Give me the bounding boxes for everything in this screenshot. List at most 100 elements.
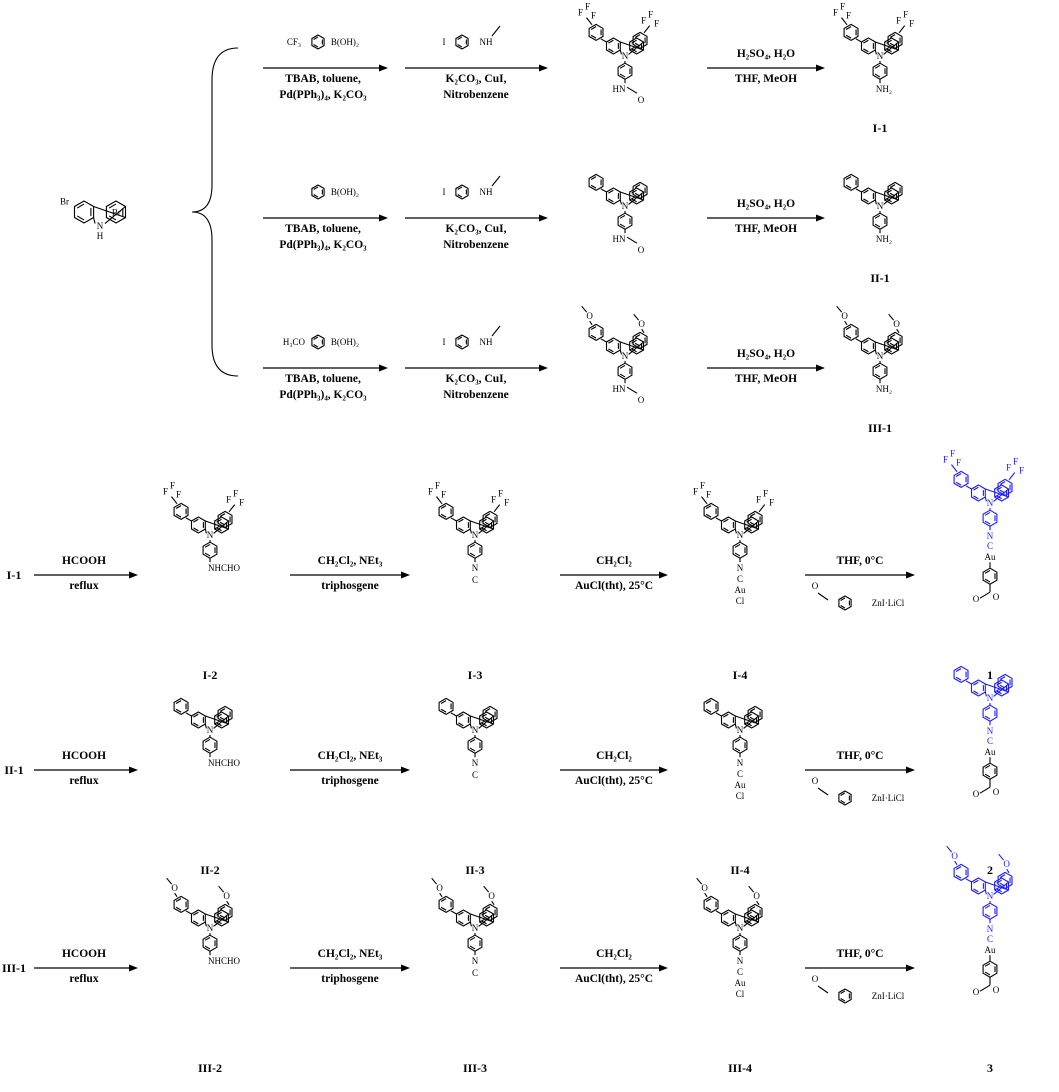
pyrrole-bond xyxy=(204,921,207,927)
ullmann-condition: Nitrobenzene xyxy=(443,89,509,101)
aromatic-double-bond xyxy=(634,192,641,197)
aromatic-double-bond xyxy=(874,64,881,69)
aromatic-double-bond xyxy=(440,708,447,713)
arrow-head xyxy=(539,64,548,72)
fluorine-label: F xyxy=(840,2,845,12)
aromatic-double-bond xyxy=(457,186,463,190)
aromatic-double-bond xyxy=(108,203,117,209)
ether-bond xyxy=(641,328,645,334)
ether-bond xyxy=(704,892,708,898)
arrow-head xyxy=(401,964,410,972)
aromatic-double-bond xyxy=(484,708,491,712)
isocyanide-nitrogen: N xyxy=(987,531,994,541)
aryl-ring-right xyxy=(632,31,648,50)
cf3-bond xyxy=(493,504,501,513)
aromatic-double-bond xyxy=(193,527,199,532)
amine-label: NH₂ xyxy=(876,234,892,244)
pyrrole-bond xyxy=(984,496,987,502)
pyrrole-bond xyxy=(619,349,622,355)
isocyanide-carbon: C xyxy=(472,770,478,780)
isocyanide-carbon: C xyxy=(987,541,993,551)
step-condition: HCOOH xyxy=(62,948,106,960)
aromatic-double-bond xyxy=(973,495,979,500)
aromatic-double-bond xyxy=(955,676,962,681)
aromatic-double-bond xyxy=(440,700,447,704)
arrow-head xyxy=(129,571,138,579)
acetamide-nh: HN xyxy=(613,84,626,94)
fluorine-label: F xyxy=(504,498,509,508)
biaryl-bond xyxy=(185,910,192,915)
aromatic-double-bond xyxy=(886,39,892,44)
step-condition: CH₂Cl₂ xyxy=(596,948,632,960)
cf3-bond xyxy=(898,25,906,34)
amide-nh-label: NH xyxy=(480,337,493,347)
pyrrole-bond xyxy=(213,520,229,534)
biaryl-bond xyxy=(855,38,862,43)
fluorine-label: F xyxy=(648,10,653,20)
start-compound-label: III-1 xyxy=(2,961,26,975)
fluorine-label: F xyxy=(896,16,901,26)
aryl-ring-right xyxy=(217,510,233,529)
aromatic-double-bond xyxy=(863,348,869,353)
aromatic-double-bond xyxy=(484,513,491,517)
isocyanide-carbon: C xyxy=(987,934,993,944)
carbazole-ring-left xyxy=(970,679,986,697)
aromatic-double-bond xyxy=(705,505,712,509)
aromatic-double-bond xyxy=(219,708,226,712)
aryl-ring-left xyxy=(953,863,969,882)
aromatic-double-bond xyxy=(469,747,476,752)
amide-nh-label: NH xyxy=(480,187,493,197)
aromatic-double-bond xyxy=(746,911,752,916)
aromatic-double-bond xyxy=(984,578,991,583)
ester-bond xyxy=(817,985,829,994)
acetyl-bond xyxy=(626,236,638,244)
pyrrole-bond xyxy=(883,191,899,205)
fluorine-label: F xyxy=(763,489,768,499)
suzuki-condition: Pd(PPh₃)₄, K₂CO₃ xyxy=(279,239,367,251)
aromatic-double-bond xyxy=(458,713,464,718)
aromatic-double-bond xyxy=(634,42,641,47)
arrow-head xyxy=(816,364,825,372)
aromatic-double-bond xyxy=(76,203,85,209)
aromatic-double-bond xyxy=(481,713,487,718)
carbonyl-oxygen: O xyxy=(638,245,645,255)
ullmann-condition: K₂CO₃, CuI, xyxy=(446,223,507,235)
pyrrole-bond xyxy=(469,723,472,729)
aromatic-double-bond xyxy=(705,708,712,713)
aromatic-double-bond xyxy=(886,189,892,194)
fluorine-label: F xyxy=(163,487,168,497)
chloride-label: Cl xyxy=(736,791,745,801)
carbazole-ring-left xyxy=(190,516,206,534)
aromatic-double-bond xyxy=(749,513,756,517)
isocyanide-carbon: C xyxy=(987,736,993,746)
carbazole-ring-left xyxy=(720,909,736,927)
aryl-ring-right xyxy=(887,331,903,350)
biaryl-bond xyxy=(629,46,636,51)
pyrrole-bond xyxy=(883,41,899,55)
aromatic-double-bond xyxy=(734,738,741,743)
aromatic-double-bond xyxy=(590,334,597,339)
aryl-ring-right xyxy=(747,510,763,529)
ullmann-condition: Nitrobenzene xyxy=(443,239,509,251)
aromatic-double-bond xyxy=(634,34,641,38)
pyrrole-bond xyxy=(93,217,96,224)
aromatic-double-bond xyxy=(204,747,211,752)
cf3-bond xyxy=(701,496,708,505)
aromatic-double-bond xyxy=(458,911,464,916)
pyrrole-bond xyxy=(469,921,472,927)
fluorine-label: F xyxy=(435,481,440,491)
hydrolysis-condition: THF, MeOH xyxy=(735,223,797,235)
aromatic-double-bond xyxy=(590,176,597,180)
pyrrole-bond xyxy=(469,528,472,534)
aromatic-double-bond xyxy=(457,194,463,198)
fluorine-label: F xyxy=(441,490,446,500)
aromatic-double-bond xyxy=(458,518,464,523)
aromatic-double-bond xyxy=(313,44,319,48)
aryl-ring-left xyxy=(953,665,969,684)
aryl-ring-right xyxy=(482,510,498,529)
aromatic-double-bond xyxy=(999,684,1006,689)
aryl-ring-right xyxy=(632,331,648,350)
aromatic-double-bond xyxy=(996,486,1002,491)
methyl-bond xyxy=(166,877,173,885)
